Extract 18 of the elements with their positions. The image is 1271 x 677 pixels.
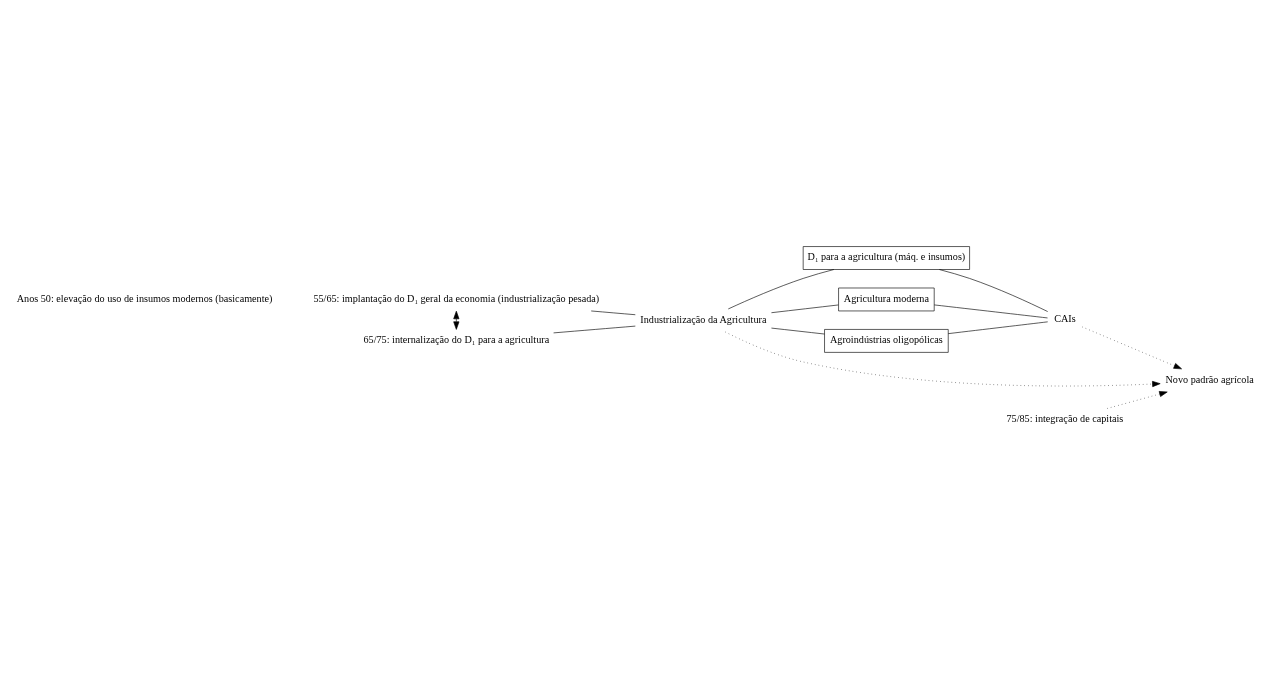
arrow [1081,326,1182,369]
node-text: Industrialização da Agricultura [640,313,767,325]
node-box: Agricultura moderna [838,287,935,311]
node-text: Novo padrão agrícola [1165,373,1254,385]
node-text: CAIs [1054,312,1076,324]
node-box: Agroindústrias oligopólicas [824,328,949,353]
node-box: D₁ para a agricultura (máq. e insumos) [802,245,970,270]
node-text: 65/75: internalização do D₁ para a agricultura [363,333,550,345]
arrow [453,310,460,330]
label: Anos 50: elevação do uso de insumos modernos (basicamente) [16,292,273,304]
arrow [1106,390,1168,409]
connector [727,268,835,309]
node-text: 75/85: integração de capitais [1006,412,1124,424]
node-text: 55/65: implantação do D₁ geral da economia (industrialização pesada) [313,292,600,304]
connector [771,327,825,334]
connector [939,268,1048,312]
connector [947,321,1048,334]
arrow [725,331,1161,387]
